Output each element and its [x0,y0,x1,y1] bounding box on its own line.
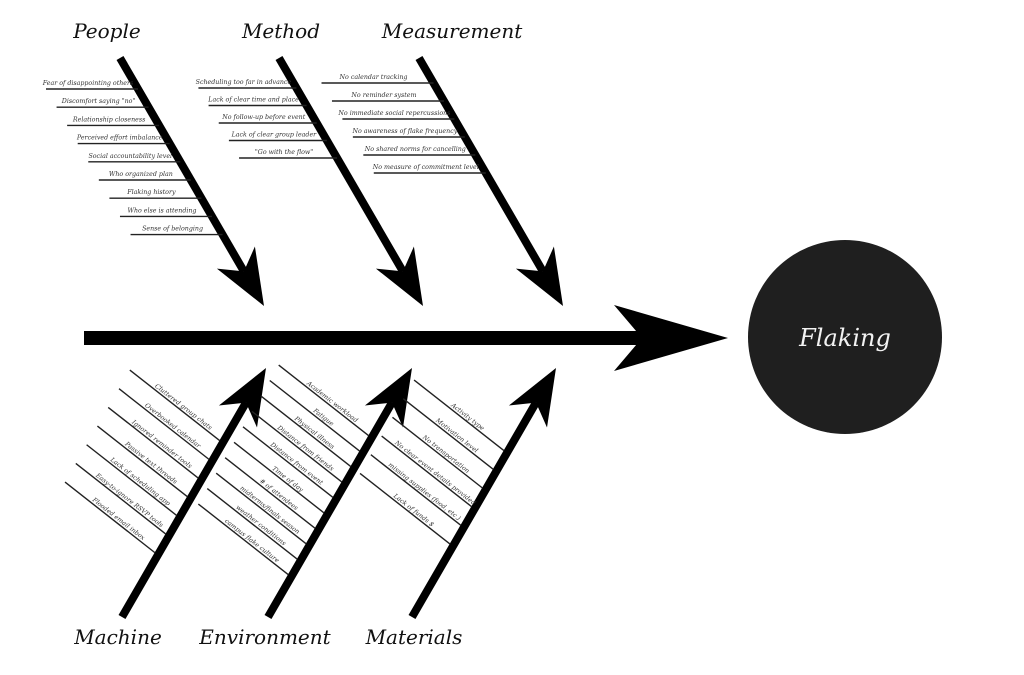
bone-shaft [275,55,407,274]
effect-head: Flaking [748,240,942,434]
cause-line [233,441,325,514]
cause-line [359,472,451,545]
spine-arrowhead [614,305,728,371]
cause-label: No awareness of flake frequency [351,128,457,135]
cause-line [242,426,334,499]
cause-line [215,472,307,545]
bone-shaft [264,400,396,620]
effect-circle [748,240,942,434]
bone-shaft [116,55,248,274]
category-measurement: Measurement No calendar tracking No remind… [321,19,563,306]
category-label: People [72,19,140,43]
cause-line [402,398,494,470]
cause-line [278,364,370,437]
cause-item: No calendar tracking [321,74,434,84]
cause-label: No reminder system [350,92,416,99]
cause-label: Fear of disappointing others [42,80,134,87]
cause-line [413,379,505,452]
cause-label: No shared norms for cancelling [364,146,466,153]
bone-arrowhead [375,246,423,306]
bone-arrowhead [508,368,556,428]
cause-item: Sense of belonging [130,226,223,236]
cause-item: Relationship closeness [67,116,160,127]
category-label: Machine [73,625,162,649]
cause-line [75,462,167,535]
bone-shaft [415,55,547,274]
category-label: Materials [365,625,463,649]
cause-item: No reminder system [331,92,444,102]
cause-line [260,395,352,468]
bone-shaft [118,400,250,620]
cause-label: Perceived effort imbalance [76,135,163,142]
bone-shaft [408,400,540,620]
cause-line [107,406,199,479]
cause-line [206,488,298,560]
cause-label: Who else is attending [127,207,196,214]
cause-item: No immediate social repercussions [337,110,455,120]
cause-label: Flaking history [126,189,176,196]
cause-label: No calendar tracking [339,74,408,81]
spine [84,305,728,371]
cause-label: Lack of clear group leader [231,132,318,139]
bone-arrowhead [515,246,563,306]
cause-line [129,369,221,442]
cause-line [86,444,178,516]
cause-line [118,388,210,460]
bone-arrowhead [364,368,412,428]
cause-item: Scheduling too far in advance [196,79,297,89]
cause-item: Who else is attending [119,207,212,218]
cause-line [381,435,473,508]
cause-label: "Go with the flow" [255,149,313,156]
cause-label: No follow-up before event [221,114,306,121]
cause-line [96,425,188,498]
cause-item: No follow-up before event [218,114,317,124]
cause-label: Who organized plan [109,171,173,178]
cause-label: No immediate social repercussions [337,110,451,117]
cause-line [392,416,483,489]
cause-line [197,503,289,576]
effect-label: Flaking [798,324,891,352]
cause-item: Perceived effort imbalance [76,135,170,145]
cause-item: Discomfort saying "no" [56,98,149,108]
cause-label: Sense of belonging [142,226,203,233]
cause-label: Scheduling too far in advance [196,79,292,86]
cause-item: No shared norms for cancelling [363,146,476,156]
cause-line [64,481,156,554]
cause-label: Lack of clear time and place [207,97,299,104]
category-label: Environment [198,625,331,649]
cause-line [269,379,361,452]
cause-label: Relationship closeness [72,116,146,123]
spine-bar [84,331,644,345]
bone-arrowhead [216,246,264,306]
cause-line [251,410,343,483]
cause-label: Social accountability level [88,153,172,160]
cause-item: No measure of commitment level [372,164,486,174]
cause-line [370,454,462,526]
cause-line [224,457,316,529]
cause-item: No awareness of flake frequency [351,128,465,138]
cause-item: Fear of disappointing others [42,80,138,90]
cause-item: Who organized plan [98,171,191,181]
cause-item: Social accountability level [88,153,181,163]
cause-item: Flaking history [109,189,202,199]
cause-label: No measure of commitment level [372,164,479,171]
cause-item: Lack of clear group leader [228,132,327,142]
category-label: Measurement [381,19,523,43]
cause-item: "Go with the flow" [239,149,338,159]
cause-label: Discomfort saying "no" [61,98,136,105]
cause-item: Lack of clear time and place [207,97,307,107]
category-label: Method [241,19,320,43]
